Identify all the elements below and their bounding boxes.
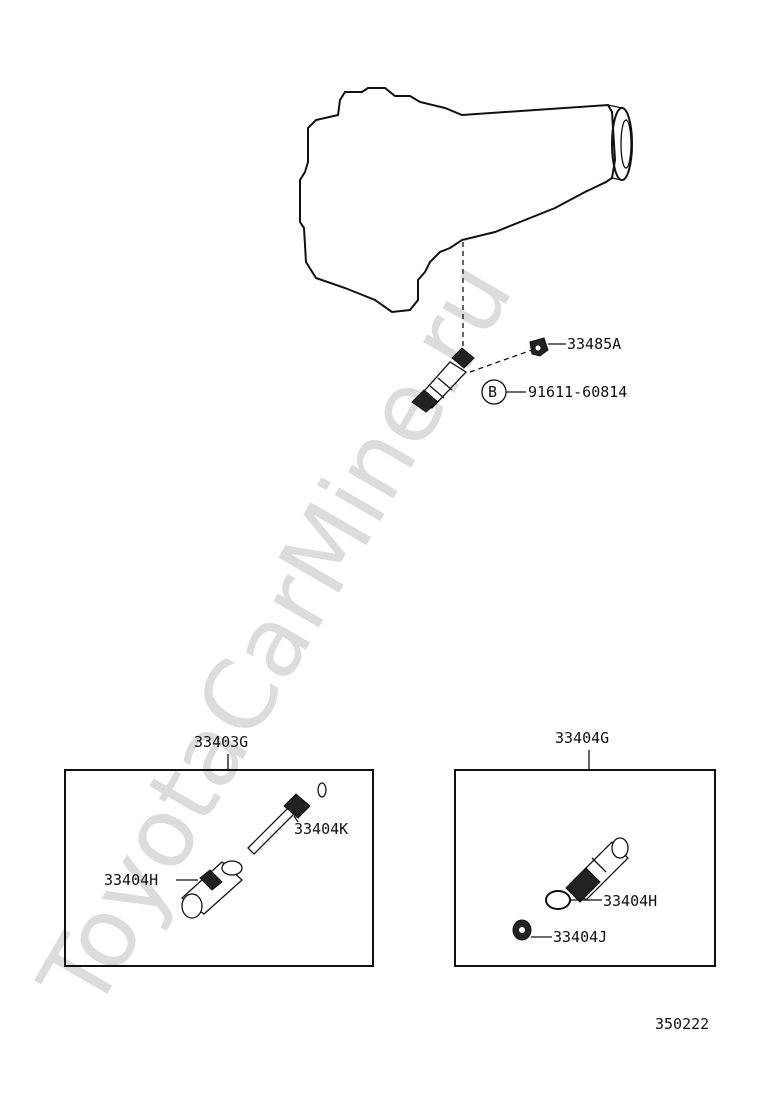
callout-91611-60814: 91611-60814 bbox=[528, 383, 627, 401]
callout-33404k: 33404K bbox=[294, 820, 348, 838]
left-shaft-33404k bbox=[247, 782, 327, 855]
bolt-symbol: B bbox=[481, 379, 526, 405]
kit-label-33404g: 33404G bbox=[555, 729, 609, 747]
leader-dash-cap bbox=[469, 349, 533, 373]
diagram-code: 350222 bbox=[655, 1015, 709, 1033]
callout-33485a: 33485A bbox=[567, 335, 621, 353]
right-cap-33404j bbox=[512, 919, 552, 941]
kit-label-33403g: 33403G bbox=[194, 733, 248, 751]
kit-box-33404g bbox=[454, 769, 716, 967]
cap-33485a bbox=[529, 337, 566, 357]
bolt-symbol-letter: B bbox=[488, 383, 497, 401]
callout-33404j: 33404J bbox=[553, 928, 607, 946]
right-oring-33404h bbox=[545, 890, 602, 910]
callout-33404h-right: 33404H bbox=[603, 892, 657, 910]
right-gear-assembly bbox=[565, 837, 629, 903]
callout-33404h-left: 33404H bbox=[104, 871, 158, 889]
left-sleeve-33404h bbox=[176, 860, 243, 919]
transmission-housing bbox=[299, 87, 633, 314]
speedometer-driven-gear bbox=[411, 347, 475, 413]
kit-box-33403g bbox=[64, 769, 374, 967]
